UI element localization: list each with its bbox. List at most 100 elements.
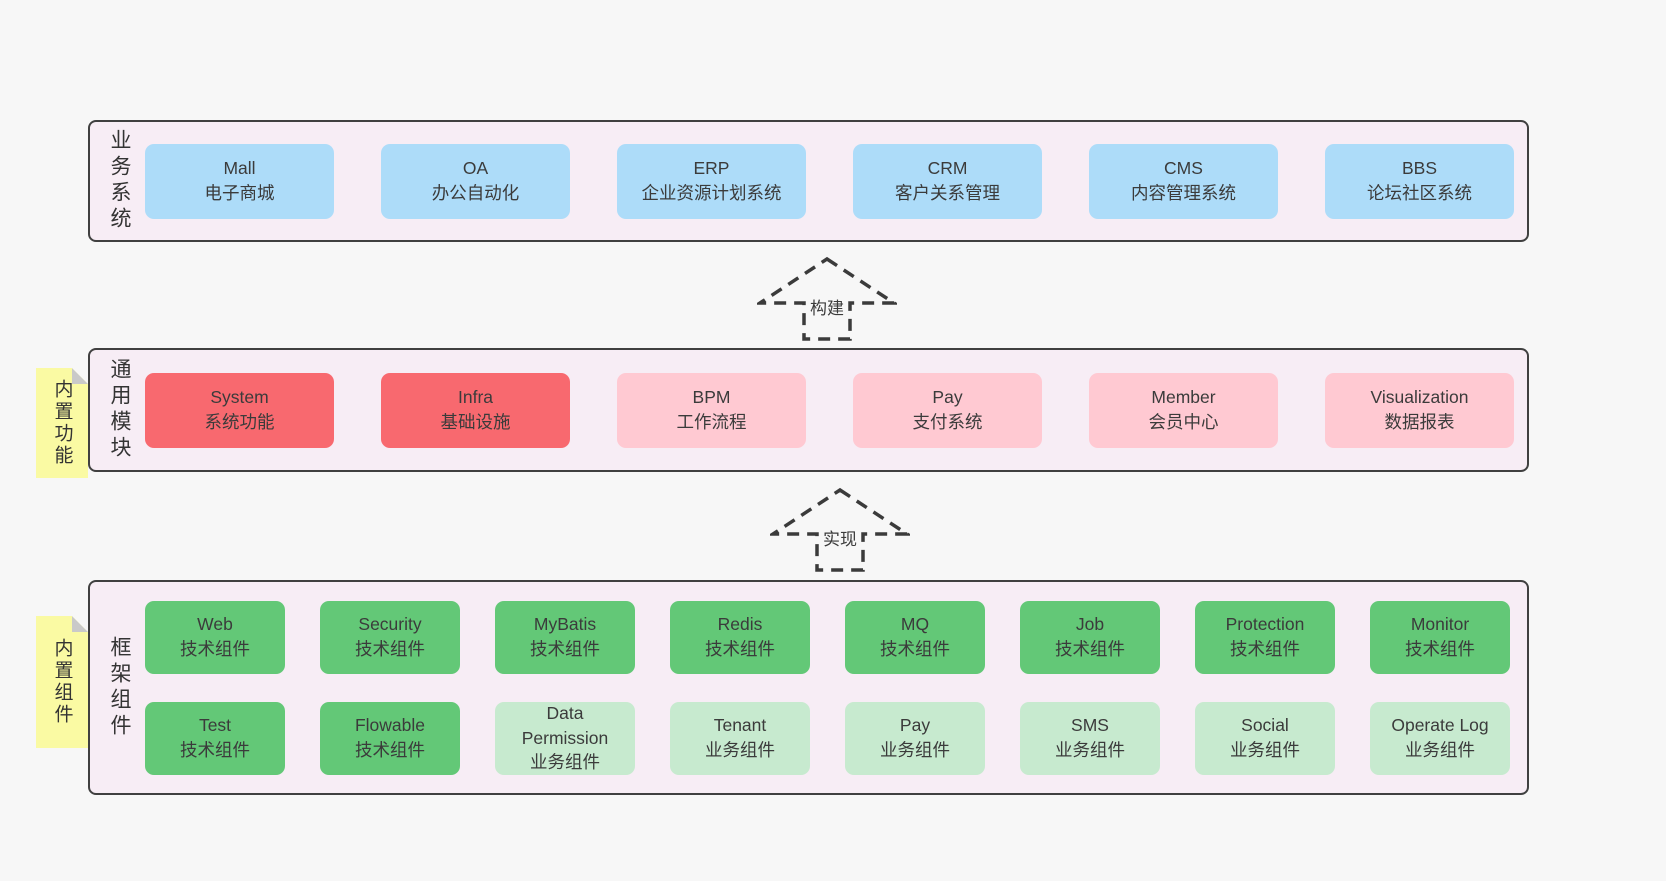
box-title: Pay [932, 387, 963, 408]
box-title: Protection [1225, 614, 1305, 635]
component-row-1: Web 技术组件 Security 技术组件 MyBatis 技术组件 Redi… [145, 600, 1527, 674]
box-subtitle: 工作流程 [676, 412, 747, 432]
box-title: CMS [1164, 158, 1203, 179]
business-systems-layer: 业务系统 Mall 电子商城 OA 办公自动化 ERP 企业资源计划系统 CRM… [88, 120, 1529, 242]
box-title: CRM [927, 158, 968, 179]
note-built-in-features: 内置功能 [36, 368, 88, 478]
box-subtitle: 业务组件 [530, 752, 600, 773]
box-pay-component: Pay 业务组件 [845, 701, 985, 775]
box-title: MyBatis [533, 614, 597, 635]
box-subtitle: 技术组件 [1055, 639, 1125, 659]
box-subtitle: 会员中心 [1148, 412, 1219, 432]
box-title: ERP [693, 158, 730, 179]
box-protection: Protection 技术组件 [1195, 600, 1335, 674]
box-subtitle: 内容管理系统 [1131, 183, 1236, 203]
box-subtitle: 系统功能 [204, 412, 275, 432]
box-crm: CRM 客户关系管理 [853, 143, 1042, 219]
box-subtitle: 电子商城 [204, 183, 275, 203]
box-subtitle: 支付系统 [912, 412, 983, 432]
box-title: Monitor [1410, 614, 1470, 635]
box-title: SMS [1071, 715, 1109, 736]
box-subtitle: 业务组件 [880, 740, 950, 760]
box-mall: Mall 电子商城 [145, 143, 334, 219]
layer-label-modules: 通用模块 [108, 358, 131, 462]
box-tenant: Tenant 业务组件 [670, 701, 810, 775]
box-subtitle: 办公自动化 [431, 183, 520, 203]
box-title: Visualization [1370, 387, 1469, 408]
box-subtitle: 技术组件 [355, 740, 425, 760]
business-boxes: Mall 电子商城 OA 办公自动化 ERP 企业资源计划系统 CRM 客户关系… [145, 122, 1527, 240]
box-monitor: Monitor 技术组件 [1370, 600, 1510, 674]
box-title: Redis [717, 614, 763, 635]
box-infra: Infra 基础设施 [381, 372, 570, 448]
box-title: BPM [692, 387, 731, 408]
box-oa: OA 办公自动化 [381, 143, 570, 219]
box-subtitle: 技术组件 [1405, 639, 1475, 659]
box-pay-module: Pay 支付系统 [853, 372, 1042, 448]
build-arrow-label: 构建 [806, 293, 848, 320]
box-title: MQ [900, 614, 930, 635]
box-subtitle: 技术组件 [880, 639, 950, 659]
box-subtitle: 业务组件 [1055, 740, 1125, 760]
box-subtitle: 论坛社区系统 [1367, 183, 1472, 203]
common-modules-layer: 通用模块 System 系统功能 Infra 基础设施 BPM 工作流程 Pay… [88, 348, 1529, 472]
box-member: Member 会员中心 [1089, 372, 1278, 448]
up-arrow-icon [757, 256, 897, 341]
box-subtitle: 技术组件 [530, 639, 600, 659]
box-title: Pay [899, 715, 931, 736]
box-subtitle: 技术组件 [1230, 639, 1300, 659]
build-arrow: 构建 [757, 256, 897, 342]
box-security: Security 技术组件 [320, 600, 460, 674]
box-erp: ERP 企业资源计划系统 [617, 143, 806, 219]
box-mq: MQ 技术组件 [845, 600, 985, 674]
box-subtitle: 企业资源计划系统 [641, 183, 782, 203]
component-row-2: Test 技术组件 Flowable 技术组件 Data Permission … [145, 701, 1527, 775]
component-boxes: Web 技术组件 Security 技术组件 MyBatis 技术组件 Redi… [145, 582, 1527, 793]
box-title: Tenant [713, 715, 767, 736]
box-subtitle: 技术组件 [705, 639, 775, 659]
box-data-permission: Data Permission 业务组件 [495, 701, 635, 775]
box-title: BBS [1401, 158, 1438, 179]
layer-label-components: 框架组件 [108, 635, 131, 740]
framework-components-layer: 框架组件 Web 技术组件 Security 技术组件 MyBatis 技术组件… [88, 580, 1529, 795]
box-subtitle: 基础设施 [440, 412, 511, 432]
box-title: Mall [223, 158, 256, 179]
implement-arrow: 实现 [770, 487, 910, 573]
box-flowable: Flowable 技术组件 [320, 701, 460, 775]
box-job: Job 技术组件 [1020, 600, 1160, 674]
box-title: Security [358, 614, 422, 635]
box-subtitle: 数据报表 [1384, 412, 1455, 432]
box-social: Social 业务组件 [1195, 701, 1335, 775]
box-test: Test 技术组件 [145, 701, 285, 775]
box-subtitle: 业务组件 [1405, 740, 1475, 760]
note-label: 内置组件 [51, 638, 73, 726]
box-cms: CMS 内容管理系统 [1089, 143, 1278, 219]
box-visualization: Visualization 数据报表 [1325, 372, 1514, 448]
note-built-in-components: 内置组件 [36, 616, 88, 748]
box-title: Social [1241, 715, 1289, 736]
box-title: Flowable [354, 715, 426, 736]
box-subtitle: 客户关系管理 [895, 183, 1000, 203]
folded-corner-icon [72, 368, 88, 384]
box-title: Test [198, 715, 232, 736]
folded-corner-icon [72, 616, 88, 632]
box-title: Data Permission [521, 702, 609, 748]
module-boxes: System 系统功能 Infra 基础设施 BPM 工作流程 Pay 支付系统… [145, 350, 1527, 470]
box-system: System 系统功能 [145, 372, 334, 448]
box-redis: Redis 技术组件 [670, 600, 810, 674]
box-title: OA [462, 158, 489, 179]
box-sms: SMS 业务组件 [1020, 701, 1160, 775]
layer-label-business: 业务系统 [108, 129, 131, 233]
box-subtitle: 业务组件 [705, 740, 775, 760]
box-title: Job [1075, 614, 1105, 635]
box-bbs: BBS 论坛社区系统 [1325, 143, 1514, 219]
box-title: Infra [457, 387, 494, 408]
box-subtitle: 技术组件 [355, 639, 425, 659]
module-row: System 系统功能 Infra 基础设施 BPM 工作流程 Pay 支付系统… [145, 372, 1527, 448]
up-arrow-icon [770, 487, 910, 572]
box-title: Member [1151, 387, 1216, 408]
box-title: Operate Log [1391, 715, 1489, 736]
note-label: 内置功能 [51, 379, 73, 467]
box-bpm: BPM 工作流程 [617, 372, 806, 448]
